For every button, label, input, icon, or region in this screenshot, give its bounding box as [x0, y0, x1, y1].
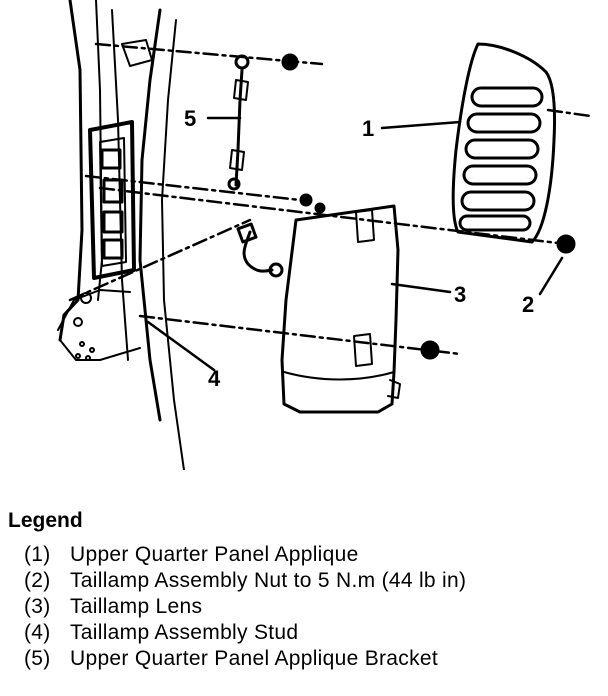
taillamp-lens [280, 204, 401, 414]
legend-item-number: (4) [24, 621, 51, 644]
legend-item-text: Taillamp Lens [70, 595, 203, 618]
legend-item-number: (5) [24, 647, 51, 670]
taillamp-housing [73, 120, 136, 361]
legend-title: Legend [8, 509, 83, 532]
callout-4: 4 [208, 366, 221, 391]
quarter-panel-body [57, 0, 185, 470]
callout-leaders [146, 116, 564, 372]
legend-item-number: (3) [24, 595, 51, 618]
legend-item: (3) Taillamp Lens [24, 594, 604, 620]
applique-bracket [227, 54, 250, 191]
callout-1: 1 [362, 116, 374, 141]
legend-item-text: Taillamp Assembly Nut to 5 N.m (44 lb in… [70, 569, 467, 592]
taillamp-exploded-diagram: 1 2 3 4 5 [57, 0, 592, 470]
wiring-socket [236, 222, 284, 278]
callout-3: 3 [454, 282, 466, 307]
callout-5: 5 [184, 106, 196, 131]
legend-item-number: (2) [24, 569, 51, 592]
taillamp-nuts [281, 53, 576, 360]
legend-item: (1) Upper Quarter Panel Applique [24, 542, 604, 568]
legend-item: (4) Taillamp Assembly Stud [24, 620, 604, 646]
upper-quarter-panel-applique [451, 42, 556, 244]
legend-item-text: Taillamp Assembly Stud [70, 621, 299, 644]
legend: Legend (1) Upper Quarter Panel Applique (… [8, 508, 604, 672]
callout-2: 2 [522, 292, 534, 317]
legend-item-number: (1) [24, 543, 51, 566]
legend-item: (5) Upper Quarter Panel Applique Bracket [24, 646, 604, 672]
legend-item-text: Upper Quarter Panel Applique [70, 543, 359, 566]
legend-item-text: Upper Quarter Panel Applique Bracket [70, 647, 439, 670]
legend-item: (2) Taillamp Assembly Nut to 5 N.m (44 lb… [24, 568, 604, 594]
